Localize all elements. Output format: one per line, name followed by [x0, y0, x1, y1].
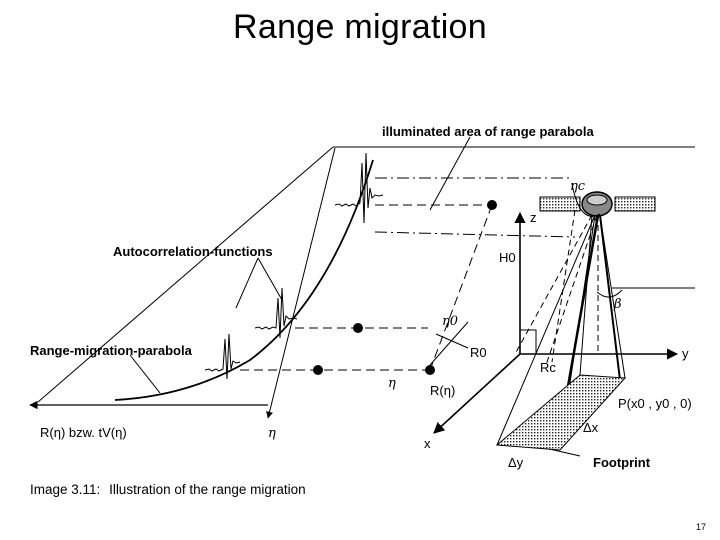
sample-point	[353, 323, 363, 333]
r-eta-label: R(η)	[430, 383, 455, 398]
illuminated-area-lines	[374, 177, 576, 238]
caption-text: Illustration of the range migration	[109, 482, 306, 497]
delta-x-label: Δx	[583, 420, 599, 435]
coordinate-axes	[433, 211, 679, 434]
autocorrelation-waveforms	[204, 152, 384, 380]
range-axis-label: R(η) bzw. tV(η)	[40, 425, 127, 440]
slide-title: Range migration	[233, 8, 487, 46]
y-axis-label: y	[682, 346, 689, 361]
h0-label: H0	[499, 250, 516, 265]
footprint-label: Footprint	[593, 455, 651, 470]
solar-panel-right	[614, 196, 656, 212]
illuminated-area-label: illuminated area of range parabola	[382, 124, 594, 139]
eta0-label: η0	[442, 314, 458, 329]
radar-beam	[496, 209, 626, 451]
footprint	[495, 374, 627, 451]
z-axis-label: z	[530, 210, 537, 225]
sample-point	[487, 200, 497, 210]
figure-caption: Image 3.11: Illustration of the range mi…	[30, 482, 306, 497]
rc-label: Rc	[540, 360, 556, 375]
eta-axis-label: η	[268, 426, 276, 441]
range-parabola-label: Range-migration-parabola	[30, 343, 193, 358]
eta-axis	[266, 147, 336, 419]
sample-point	[313, 365, 323, 375]
eta-c-label: ηc	[570, 179, 586, 194]
r0-label: R0	[470, 345, 487, 360]
autocorrelation-label: Autocorrelation-functions	[113, 244, 273, 259]
page-number: 17	[695, 522, 706, 532]
solar-panel-left	[539, 196, 581, 212]
p-point-label: P(x0 , y0 , 0)	[618, 396, 692, 411]
sample-point	[425, 365, 435, 375]
sample-points	[313, 200, 497, 375]
eta-label: η	[388, 376, 396, 391]
range-sample-lines	[240, 204, 493, 371]
satellite	[539, 183, 656, 217]
range-migration-parabola	[114, 159, 374, 401]
beta-label: β	[613, 297, 622, 312]
x-axis-label: x	[424, 436, 431, 451]
ground-plane	[37, 146, 695, 403]
delta-y-label: Δy	[508, 455, 524, 470]
caption-prefix: Image 3.11:	[30, 482, 100, 497]
